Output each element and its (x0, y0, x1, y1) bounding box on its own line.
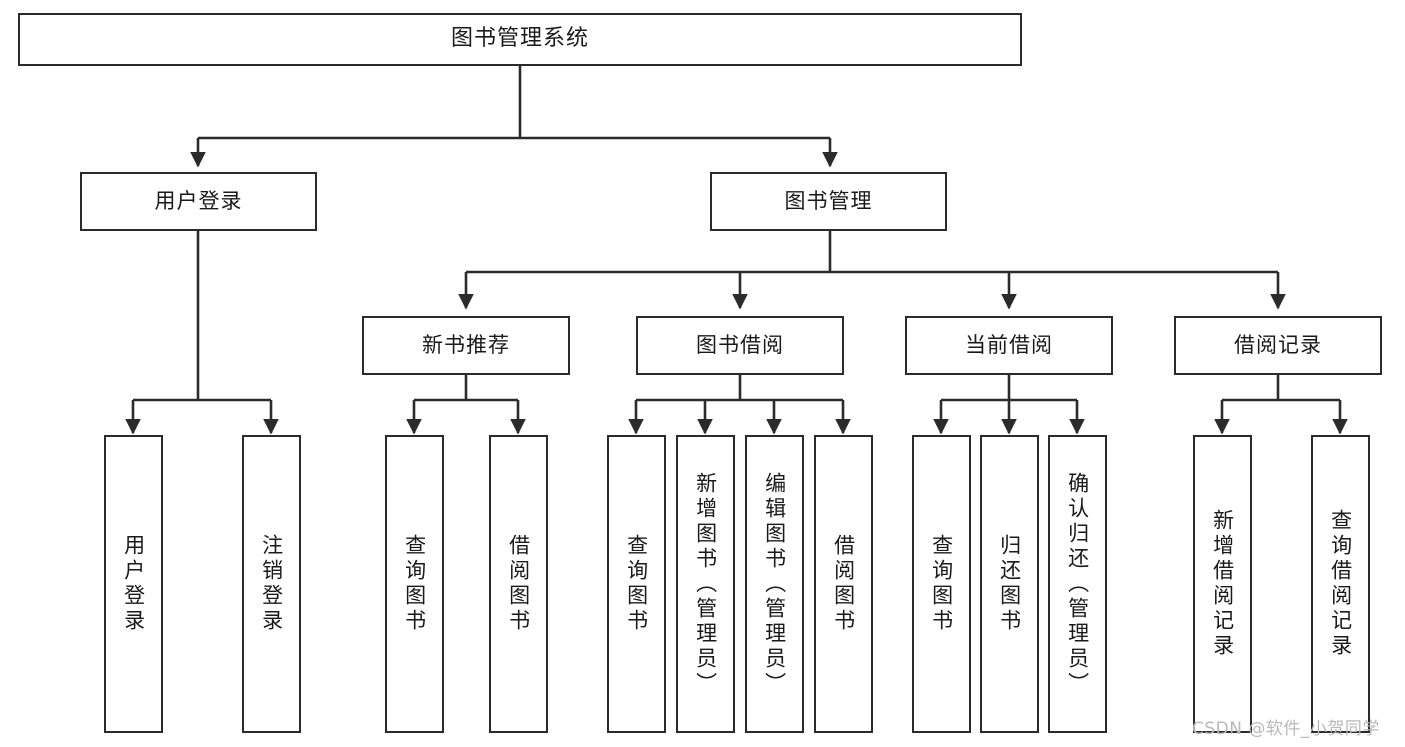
leaf-current-query[interactable]: 查询图书 (912, 435, 971, 733)
leaf-borrow-borrow-book[interactable]: 借阅图书 (814, 435, 873, 733)
node-label: 查询图书 (402, 534, 427, 634)
leaf-newbook-query[interactable]: 查询图书 (385, 435, 444, 733)
node-label: 用户登录 (121, 534, 146, 634)
leaf-records-query[interactable]: 查询借阅记录 (1311, 435, 1370, 733)
node-label: 编辑图书（管理员） (762, 471, 787, 697)
node-label: 借阅图书 (831, 534, 856, 634)
node-label: 图书管理系统 (450, 26, 589, 52)
node-label: 借阅图书 (506, 534, 531, 634)
leaf-records-add[interactable]: 新增借阅记录 (1193, 435, 1252, 733)
node-new-book-recommend[interactable]: 新书推荐 (362, 316, 570, 375)
node-label: 归还图书 (997, 534, 1022, 634)
node-root-system[interactable]: 图书管理系统 (18, 13, 1022, 66)
leaf-current-return[interactable]: 归还图书 (980, 435, 1039, 733)
node-label: 图书管理 (784, 188, 873, 213)
node-label: 查询图书 (929, 534, 954, 634)
node-label: 新增图书（管理员） (693, 471, 718, 697)
node-book-management[interactable]: 图书管理 (710, 172, 947, 231)
node-book-borrow[interactable]: 图书借阅 (636, 316, 844, 375)
node-label: 查询图书 (624, 534, 649, 634)
node-user-login[interactable]: 用户登录 (80, 172, 317, 231)
leaf-newbook-borrow[interactable]: 借阅图书 (489, 435, 548, 733)
csdn-watermark: CSDN @软件_小贺同学 (1192, 719, 1380, 739)
leaf-borrow-query[interactable]: 查询图书 (607, 435, 666, 733)
node-label: 借阅记录 (1234, 332, 1322, 357)
node-label: 注销登录 (259, 534, 284, 634)
node-label: 新书推荐 (422, 332, 510, 357)
node-label: 图书借阅 (696, 332, 784, 357)
leaf-borrow-add-book-admin[interactable]: 新增图书（管理员） (676, 435, 735, 733)
node-label: 确认归还（管理员） (1065, 471, 1090, 697)
leaf-borrow-edit-book-admin[interactable]: 编辑图书（管理员） (745, 435, 804, 733)
node-label: 当前借阅 (965, 332, 1053, 357)
leaf-current-confirm-return-admin[interactable]: 确认归还（管理员） (1048, 435, 1107, 733)
node-borrow-records[interactable]: 借阅记录 (1174, 316, 1382, 375)
node-label: 用户登录 (154, 188, 243, 213)
leaf-user-login[interactable]: 用户登录 (104, 435, 163, 733)
node-label: 新增借阅记录 (1210, 509, 1235, 659)
leaf-user-logout[interactable]: 注销登录 (242, 435, 301, 733)
node-label: 查询借阅记录 (1328, 509, 1353, 659)
node-current-borrow[interactable]: 当前借阅 (905, 316, 1113, 375)
